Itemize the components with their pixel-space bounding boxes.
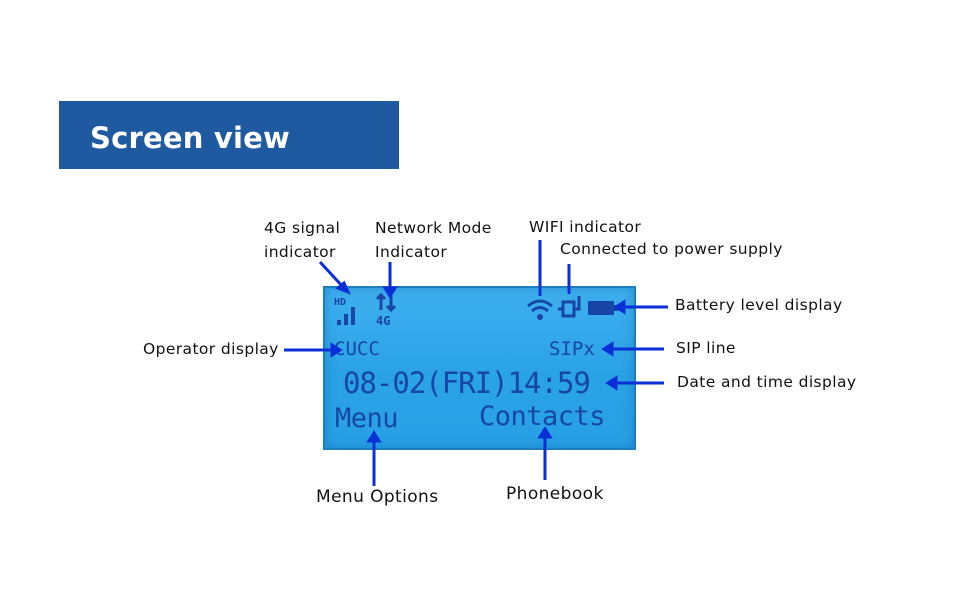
callout-wifi: WIFI indicator <box>529 218 642 236</box>
callout-date-time: Date and time display <box>677 373 857 391</box>
wifi-icon <box>527 299 553 320</box>
arrow-contacts <box>537 426 553 480</box>
wifi-indicator <box>526 296 554 322</box>
network-mode-label: 4G <box>376 314 390 326</box>
callout-4g-signal: 4G signal indicator <box>264 219 341 261</box>
network-mode-arrows-icon: 4G <box>375 292 397 328</box>
date-time-display: 08-02(FRI)14:59 <box>343 366 591 400</box>
sip-line: SIPx <box>549 338 595 360</box>
hd-badge: HD <box>334 297 346 308</box>
arrow-network-mode <box>382 262 398 299</box>
lcd-screen: HD 4G CUCC SIP <box>323 286 636 450</box>
callout-battery: Battery level display <box>675 296 843 314</box>
arrow-menu <box>366 430 382 486</box>
signal-bars-icon: HD <box>334 297 355 325</box>
arrow-sip <box>601 341 664 357</box>
page-title: Screen view <box>90 121 290 155</box>
softkey-menu[interactable]: Menu <box>335 403 399 434</box>
operator-display: CUCC <box>334 338 380 360</box>
power-plug-icon <box>558 296 581 318</box>
callout-menu-options: Menu Options <box>316 487 439 507</box>
callout-sip-line: SIP line <box>676 339 736 357</box>
power-indicator <box>557 293 585 323</box>
arrow-datetime <box>605 375 664 391</box>
network-mode-indicator: 4G <box>373 292 403 328</box>
callout-operator: Operator display <box>143 340 279 358</box>
callout-power: Connected to power supply <box>560 240 783 258</box>
header-banner: Screen view <box>59 101 399 169</box>
arrow-signal <box>318 260 351 295</box>
softkey-contacts[interactable]: Contacts <box>479 401 606 432</box>
callout-phonebook: Phonebook <box>506 484 604 504</box>
arrow-battery <box>613 299 668 315</box>
arrow-operator <box>284 342 343 358</box>
callout-network-mode: Network Mode Indicator <box>375 219 492 261</box>
signal-indicator: HD <box>333 294 361 326</box>
